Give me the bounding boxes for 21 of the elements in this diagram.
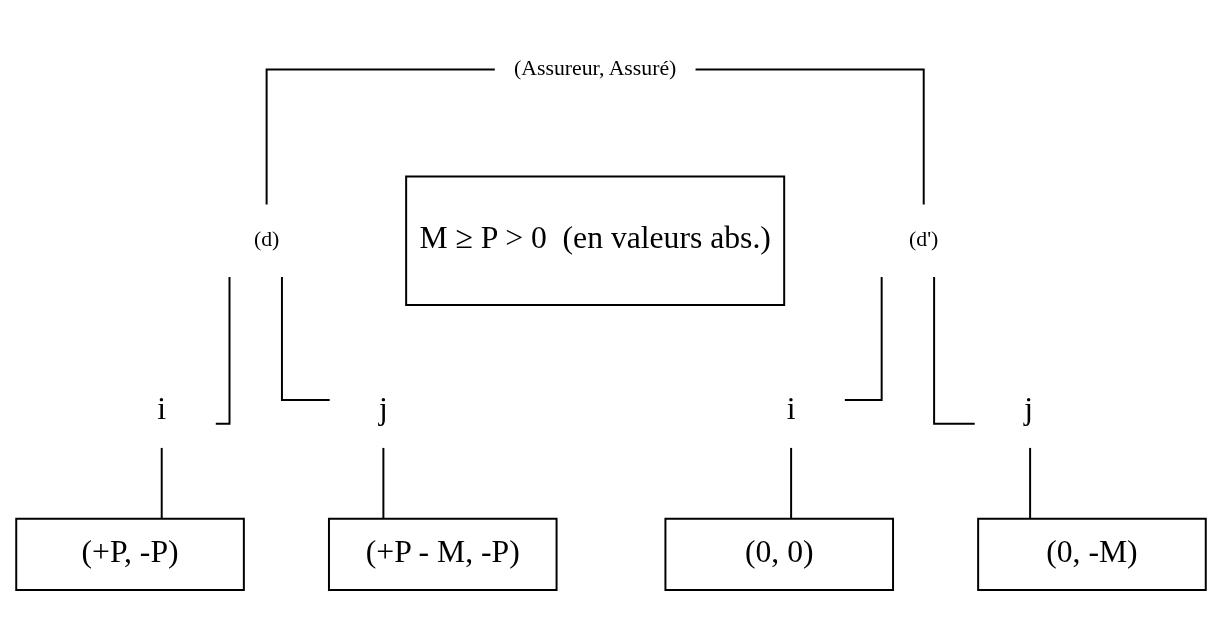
- connector: [265, 68, 496, 205]
- node-text: i: [157, 390, 167, 426]
- node-text: (d): [253, 226, 280, 251]
- node-text: j: [1024, 390, 1034, 426]
- node-box: (+P, -P): [15, 517, 245, 591]
- node-text: i: [786, 390, 796, 426]
- connector: [933, 275, 976, 425]
- connector: [382, 446, 385, 519]
- connector: [1029, 446, 1032, 519]
- node-text: (Assureur, Assuré): [513, 55, 677, 80]
- connector: [790, 446, 793, 519]
- node-text: j: [378, 390, 388, 426]
- connector: [160, 446, 163, 519]
- node-box: (0, -M): [977, 517, 1207, 591]
- node-text: (d'): [909, 226, 939, 251]
- connector: [843, 275, 883, 401]
- node-box: (0, 0): [664, 517, 895, 591]
- node-box: M ≥ P > 0 (en valeurs abs.): [405, 174, 786, 306]
- node-box: (+P - M, -P): [327, 517, 558, 591]
- connector: [280, 275, 331, 401]
- connector: [694, 68, 925, 205]
